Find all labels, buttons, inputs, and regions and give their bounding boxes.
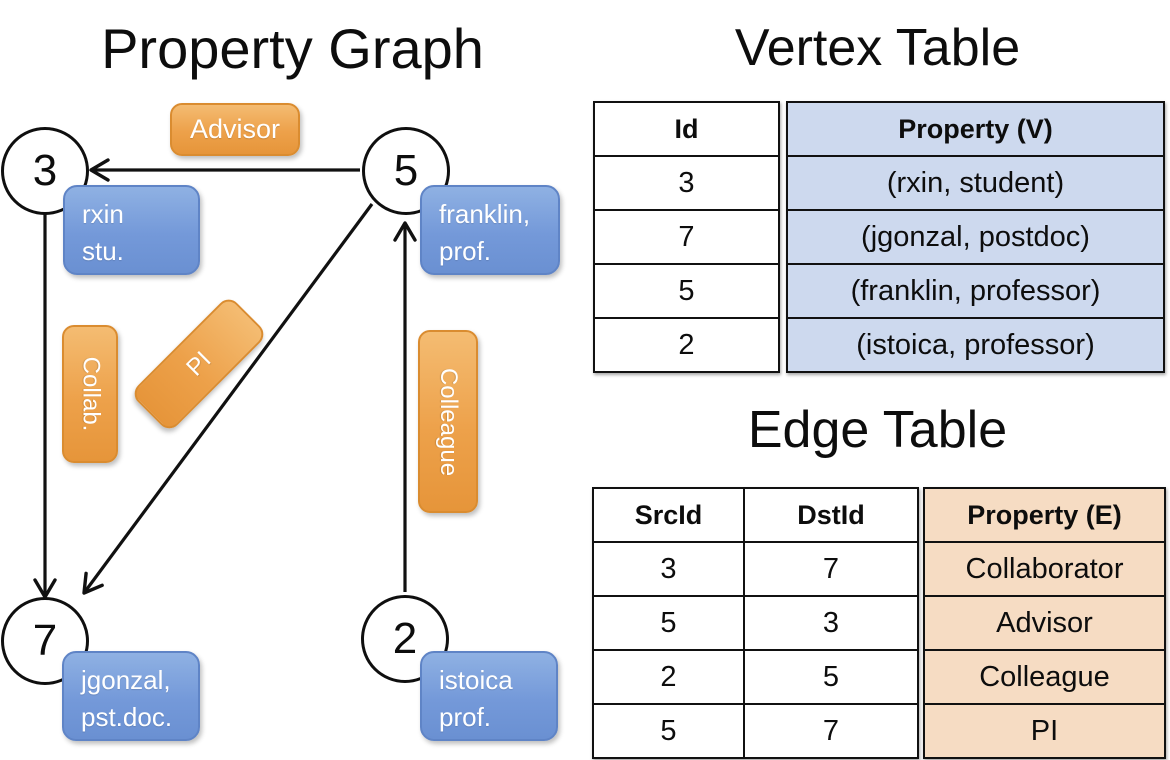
vertex-property-line: prof. xyxy=(439,236,492,266)
edge-table-title: Edge Table xyxy=(747,401,1008,459)
table-row: Collaborator xyxy=(923,541,1166,597)
table-row: (jgonzal, postdoc) xyxy=(786,209,1165,265)
vertex-table-id-column: Id 3 7 5 2 xyxy=(593,101,780,373)
edge-label-text: Collab. xyxy=(77,356,104,432)
edge-arrow-5-to-7 xyxy=(82,203,374,595)
table-cell: 7 xyxy=(743,703,919,759)
table-row: PI xyxy=(923,703,1166,759)
table-cell: Collaborator xyxy=(923,541,1166,597)
table-cell: 7 xyxy=(743,541,919,597)
table-row: 7 xyxy=(593,209,780,265)
vertex-property-line: rxin xyxy=(82,199,124,229)
graph-edges-svg xyxy=(33,158,417,599)
property-graph-title: Property Graph xyxy=(101,17,484,80)
table-cell: 2 xyxy=(592,649,745,705)
edge-label-colleague: Colleague xyxy=(418,330,478,513)
vertex-property-line: prof. xyxy=(439,702,492,732)
table-cell: 3 xyxy=(592,541,745,597)
vertex-property-line: pst.doc. xyxy=(81,702,173,732)
edge-label-text: Advisor xyxy=(189,114,281,144)
table-row: 2 xyxy=(593,317,780,373)
edge-label-text: Colleague xyxy=(435,367,462,476)
table-row: 5 xyxy=(593,263,780,319)
table-row: 3 xyxy=(593,155,780,211)
table-row: (franklin, professor) xyxy=(786,263,1165,319)
table-cell: (jgonzal, postdoc) xyxy=(786,209,1165,265)
vertex-circle-2: 2 xyxy=(361,595,449,683)
table-cell: 5 xyxy=(593,263,780,319)
table-row: Colleague xyxy=(923,649,1166,705)
table-row: 3 7 xyxy=(592,541,919,597)
vertex-property-line: stu. xyxy=(82,236,124,266)
vertex-id-label: 7 xyxy=(32,616,58,665)
table-cell: 7 xyxy=(593,209,780,265)
table-cell: (franklin, professor) xyxy=(786,263,1165,319)
edge-table-id-columns: SrcId DstId 3 7 5 3 2 5 5 7 xyxy=(592,487,919,759)
table-row: 5 3 xyxy=(592,595,919,651)
vertex-table-header-id: Id xyxy=(593,101,780,157)
vertex-property-line: franklin, xyxy=(439,199,531,229)
table-row: (rxin, student) xyxy=(786,155,1165,211)
vertex-property-box-2: istoica prof. xyxy=(420,651,558,741)
table-cell: Colleague xyxy=(923,649,1166,705)
table-header-row: Property (V) xyxy=(786,101,1165,157)
table-row: 5 7 xyxy=(592,703,919,759)
table-cell: 5 xyxy=(592,595,745,651)
edge-table-header-srcid: SrcId xyxy=(592,487,745,543)
edge-label-text: PI xyxy=(181,346,217,382)
vertex-circle-5: 5 xyxy=(362,127,450,215)
table-cell: (istoica, professor) xyxy=(786,317,1165,373)
table-cell: 3 xyxy=(593,155,780,211)
vertex-id-label: 5 xyxy=(393,146,419,195)
edge-table-header-dstid: DstId xyxy=(743,487,919,543)
table-row: Advisor xyxy=(923,595,1166,651)
vertex-id-label: 3 xyxy=(32,146,58,195)
table-cell: Advisor xyxy=(923,595,1166,651)
table-cell: 5 xyxy=(743,649,919,705)
table-cell: 2 xyxy=(593,317,780,373)
table-header-row: SrcId DstId xyxy=(592,487,919,543)
edge-table-property-column: Property (E) Collaborator Advisor Collea… xyxy=(923,487,1166,759)
table-row: 2 5 xyxy=(592,649,919,705)
vertex-table-header-property: Property (V) xyxy=(786,101,1165,157)
table-cell: 3 xyxy=(743,595,919,651)
table-row: (istoica, professor) xyxy=(786,317,1165,373)
table-cell: PI xyxy=(923,703,1166,759)
table-cell: 5 xyxy=(592,703,745,759)
vertex-property-line: istoica xyxy=(439,665,513,695)
vertex-property-box-5: franklin, prof. xyxy=(420,185,560,275)
vertex-id-label: 2 xyxy=(392,614,418,663)
vertex-property-box-3: rxin stu. xyxy=(63,185,200,275)
table-header-row: Id xyxy=(593,101,780,157)
edge-table-header-property: Property (E) xyxy=(923,487,1166,543)
vertex-property-box-7: jgonzal, pst.doc. xyxy=(62,651,200,741)
table-cell: (rxin, student) xyxy=(786,155,1165,211)
edge-label-advisor: Advisor xyxy=(170,103,300,156)
table-header-row: Property (E) xyxy=(923,487,1166,543)
vertex-table-title: Vertex Table xyxy=(734,19,1021,77)
vertex-property-line: jgonzal, xyxy=(81,665,171,695)
vertex-table-property-column: Property (V) (rxin, student) (jgonzal, p… xyxy=(786,101,1165,373)
edge-label-collab: Collab. xyxy=(62,325,118,463)
